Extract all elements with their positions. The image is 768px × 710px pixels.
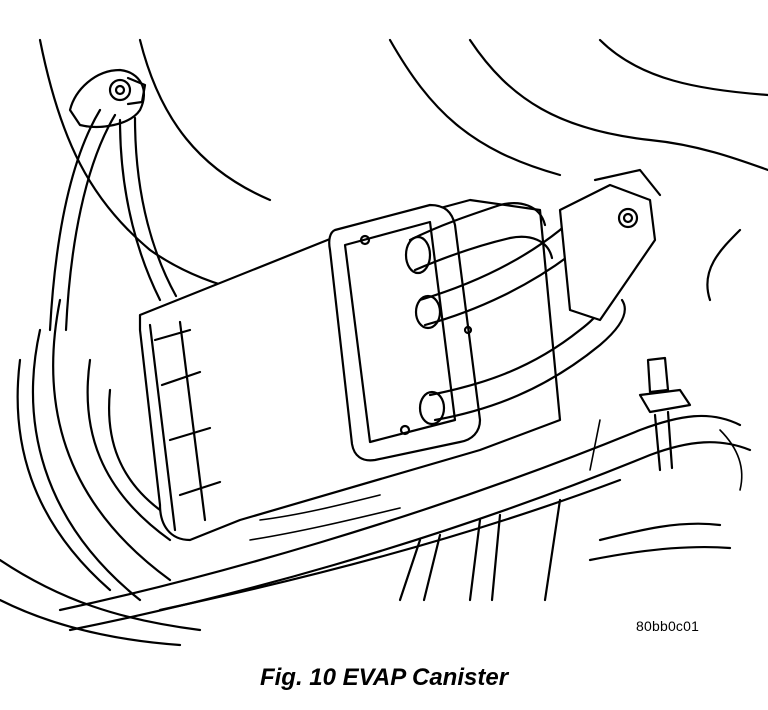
- evap-canister-body: [138, 198, 562, 542]
- mounting-bolt-top: [108, 76, 147, 106]
- figure-reference-code: 80bb0c01: [636, 618, 700, 634]
- shading-strokes: [249, 419, 743, 541]
- frame-rail: [58, 414, 752, 632]
- wire-harness: [48, 68, 178, 332]
- mounting-bracket: [558, 168, 662, 322]
- evap-canister-illustration: [0, 38, 768, 647]
- mounting-stud: [638, 356, 692, 472]
- tire-arcs: [0, 298, 202, 647]
- figure-caption: Fig. 10 EVAP Canister: [259, 664, 509, 691]
